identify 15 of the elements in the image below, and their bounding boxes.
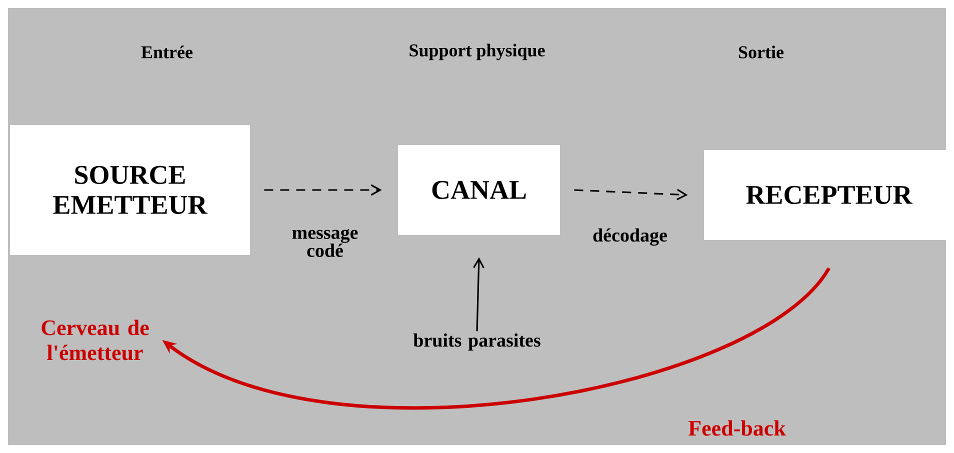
node-label: RECEPTEUR — [746, 186, 913, 204]
process-box: CANAL — [398, 145, 560, 235]
edge-label: Feed-back — [688, 420, 786, 436]
arrow — [574, 188, 688, 200]
column-heading: Entrée — [141, 46, 193, 58]
column-heading: Sortie — [738, 46, 784, 58]
arrow — [264, 184, 382, 196]
node-text: Cerveau de l'émetteur — [42, 320, 149, 360]
process-box: RECEPTEUR — [704, 150, 954, 240]
node-text: bruits parasites — [413, 333, 540, 351]
process-box: SOURCE EMETTEUR — [10, 125, 250, 255]
arrow — [473, 257, 484, 332]
edge-label: décodage — [593, 228, 667, 246]
edge-label: message codé — [292, 229, 358, 257]
column-heading: Support physique — [410, 44, 545, 60]
